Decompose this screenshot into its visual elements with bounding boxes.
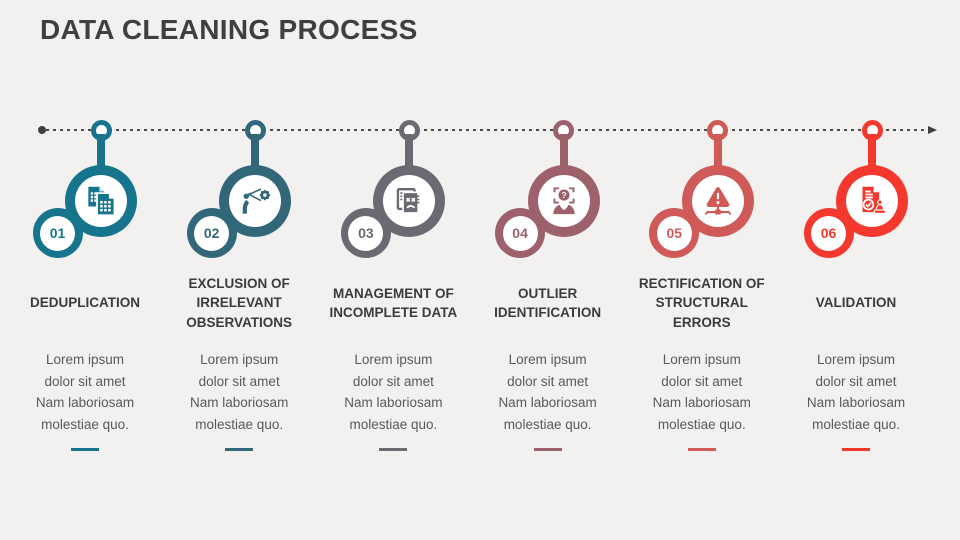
step-underline: [533, 448, 562, 451]
step-number-badge: 03: [348, 215, 384, 251]
step-title: OUTLIER IDENTIFICATION: [494, 285, 602, 321]
step-body: Lorem ipsum dolor sit amet Nam laboriosa…: [190, 352, 289, 432]
step-body: Lorem ipsum dolor sit amet Nam laboriosa…: [35, 352, 135, 432]
bubble-inner-circle: [383, 175, 436, 227]
marker-stem: [97, 134, 105, 170]
process-step: 03 MANAGEMENT OF INCOMPLETE DATA Lorem i…: [316, 0, 470, 540]
step-title: DEDUPLICATION: [30, 295, 140, 311]
step-number-badge: 04: [502, 215, 538, 251]
marker-stem: [713, 134, 722, 170]
step-number-badge: 06: [811, 215, 846, 251]
unknown-person-scan-icon: ?: [545, 182, 583, 220]
step-number-badge: 05: [656, 215, 692, 251]
step-underline: [687, 448, 716, 451]
bubble-inner-circle: ?: [537, 175, 590, 227]
process-step: 06 VALIDATION Lorem ipsum dolor sit amet…: [779, 0, 933, 540]
step-number: 06: [820, 225, 837, 241]
marker-stem: [559, 134, 568, 170]
step-underline: [225, 448, 254, 451]
duplicate-spreadsheets-icon: [82, 182, 120, 220]
step-number: 03: [358, 225, 374, 241]
marker-stem: [251, 134, 260, 170]
step-underline: [842, 448, 870, 451]
step-title: EXCLUSION OF IRRELEVANT OBSERVATIONS: [186, 275, 293, 330]
step-number: 01: [49, 225, 66, 241]
step-number-badge: 02: [194, 215, 230, 251]
step-title: RECTIFICATION OF STRUCTURAL ERRORS: [638, 275, 765, 330]
document-stamp-validation-icon: [853, 182, 891, 220]
process-step: 05 RECTIFICATION OF STRUCTURAL ERRORS Lo…: [625, 0, 779, 540]
bubble-inner-circle: [691, 175, 744, 227]
step-body: Lorem ipsum dolor sit amet Nam laboriosa…: [498, 352, 597, 432]
step-body: Lorem ipsum dolor sit amet Nam laboriosa…: [652, 352, 751, 432]
marker-stem: [405, 134, 414, 170]
svg-text:?: ?: [561, 190, 566, 200]
step-underline: [71, 448, 99, 451]
broken-documents-icon: [390, 182, 428, 220]
marker-stem: [868, 134, 876, 170]
step-title: VALIDATION: [815, 295, 897, 311]
step-body: Lorem ipsum dolor sit amet Nam laboriosa…: [806, 352, 906, 432]
bubble-inner-circle: [75, 175, 127, 227]
step-title: MANAGEMENT OF INCOMPLETE DATA: [329, 285, 458, 321]
step-body: Lorem ipsum dolor sit amet Nam laboriosa…: [344, 352, 443, 432]
page-title: DATA CLEANING PROCESS: [40, 14, 418, 45]
bubble-inner-circle: [229, 175, 282, 227]
step-number: 04: [512, 225, 528, 241]
process-step: 01 DEDUPLICATION Lorem ipsum dolor sit a…: [8, 0, 162, 540]
bubble-inner-circle: [846, 175, 898, 227]
person-observing-gear-icon: [236, 182, 274, 220]
step-underline: [379, 448, 408, 451]
process-step: ? 04 OUTLIER IDENTIFICATION Lorem ipsum …: [471, 0, 625, 540]
timeline-dashed-line: [46, 129, 928, 131]
timeline-start-dot: [38, 126, 46, 134]
structure-warning-icon: [699, 182, 737, 220]
step-number: 05: [666, 225, 683, 241]
process-step: 02 EXCLUSION OF IRRELEVANT OBSERVATIONS …: [162, 0, 316, 540]
step-number-badge: 01: [40, 215, 75, 251]
step-number: 02: [203, 225, 220, 241]
timeline-arrow-icon: [928, 125, 937, 134]
